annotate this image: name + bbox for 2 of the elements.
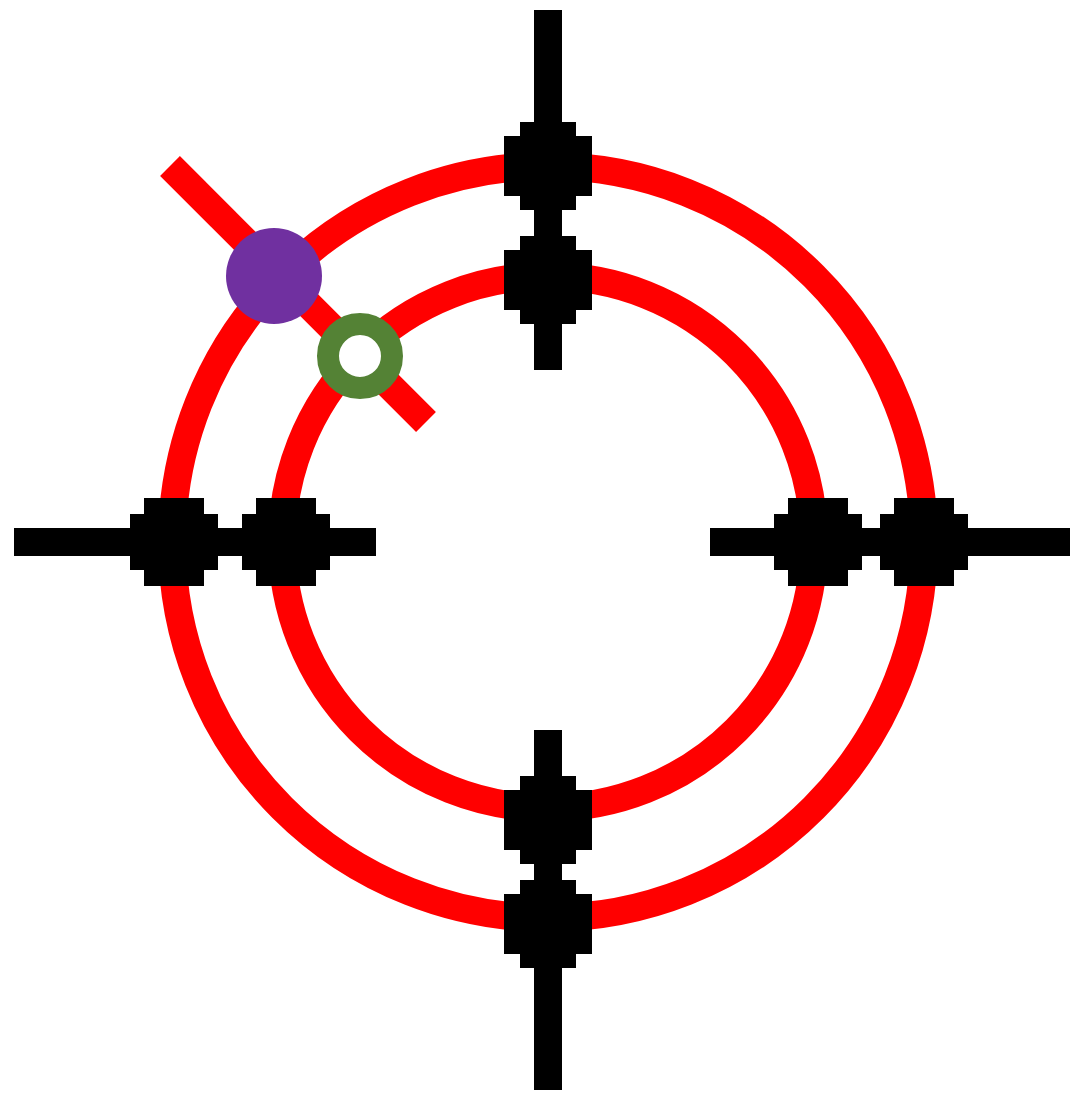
dot-marker — [226, 228, 322, 324]
ring-marker — [317, 313, 403, 399]
